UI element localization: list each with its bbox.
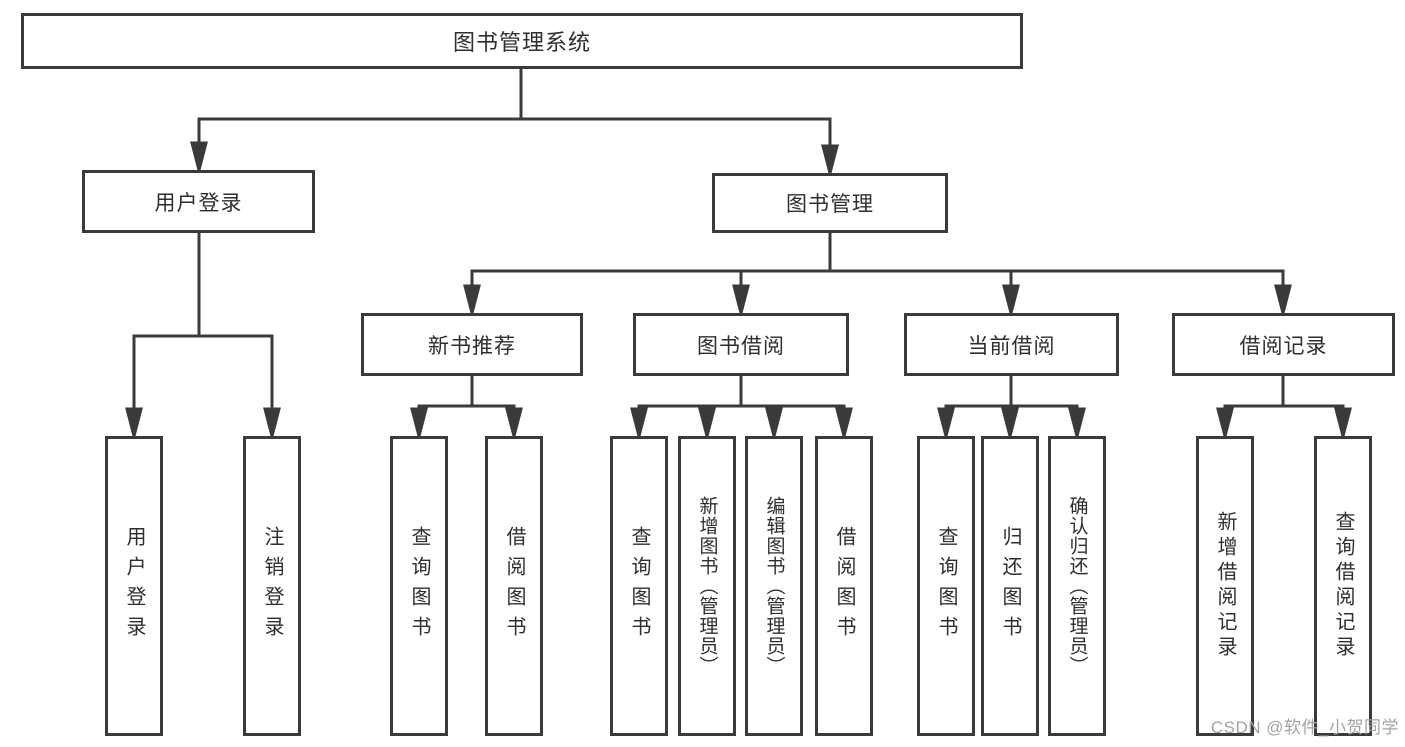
leaf-node-query-borrow-record-label: 查询借阅记录 — [1332, 511, 1354, 661]
node-book-management-label: 图书管理 — [786, 193, 874, 216]
leaf-node-add-books-admin: 新增图书（管理员） — [678, 436, 736, 736]
leaf-node-edit-books-admin-label: 编辑图书（管理员） — [763, 496, 785, 676]
leaf-node-query-books-borrowing-label: 查询图书 — [628, 526, 650, 646]
leaf-node-borrow-books-recommend-label: 借阅图书 — [503, 526, 525, 646]
node-book-management: 图书管理 — [712, 173, 948, 233]
node-user-login-label: 用户登录 — [154, 191, 243, 215]
leaf-node-query-books-recommend: 查询图书 — [390, 436, 448, 736]
node-borrowing-records: 借阅记录 — [1172, 313, 1395, 376]
leaf-node-return-books: 归还图书 — [981, 436, 1039, 736]
leaf-node-edit-books-admin: 编辑图书（管理员） — [745, 436, 803, 736]
node-current-borrowing: 当前借阅 — [904, 313, 1119, 376]
node-current-borrowing-label: 当前借阅 — [967, 334, 1056, 358]
leaf-node-borrow-books-label: 借阅图书 — [833, 526, 855, 646]
leaf-node-user-login-label: 用户登录 — [123, 526, 145, 646]
node-book-borrowing-label: 图书借阅 — [697, 334, 785, 358]
leaf-node-logout-label: 注销登录 — [261, 526, 283, 646]
node-new-book-recommend: 新书推荐 — [361, 313, 583, 376]
node-user-login: 用户登录 — [82, 170, 315, 233]
leaf-node-add-books-admin-label: 新增图书（管理员） — [696, 496, 718, 676]
leaf-node-user-login: 用户登录 — [105, 436, 163, 736]
root-node-label: 图书管理系统 — [452, 30, 591, 55]
leaf-node-add-borrow-record-label: 新增借阅记录 — [1214, 511, 1236, 661]
leaf-node-query-books-recommend-label: 查询图书 — [408, 526, 430, 646]
leaf-node-borrow-books-recommend: 借阅图书 — [485, 436, 543, 736]
leaf-node-return-books-label: 归还图书 — [999, 526, 1021, 646]
node-new-book-recommend-label: 新书推荐 — [428, 334, 516, 358]
node-book-borrowing: 图书借阅 — [633, 313, 849, 376]
leaf-node-query-borrow-record: 查询借阅记录 — [1314, 436, 1372, 736]
node-borrowing-records-label: 借阅记录 — [1239, 334, 1328, 358]
csdn-watermark: CSDN @软件_小贺同学 — [1210, 718, 1399, 737]
leaf-node-add-borrow-record: 新增借阅记录 — [1196, 436, 1254, 736]
leaf-node-logout: 注销登录 — [243, 436, 301, 736]
leaf-node-borrow-books: 借阅图书 — [815, 436, 873, 736]
leaf-node-confirm-return-admin-label: 确认归还（管理员） — [1066, 496, 1088, 676]
leaf-node-query-books-borrowing: 查询图书 — [610, 436, 668, 736]
leaf-node-query-books-current-label: 查询图书 — [935, 526, 957, 646]
root-node-library-system: 图书管理系统 — [21, 13, 1023, 69]
leaf-node-query-books-current: 查询图书 — [917, 436, 975, 736]
leaf-node-confirm-return-admin: 确认归还（管理员） — [1048, 436, 1106, 736]
